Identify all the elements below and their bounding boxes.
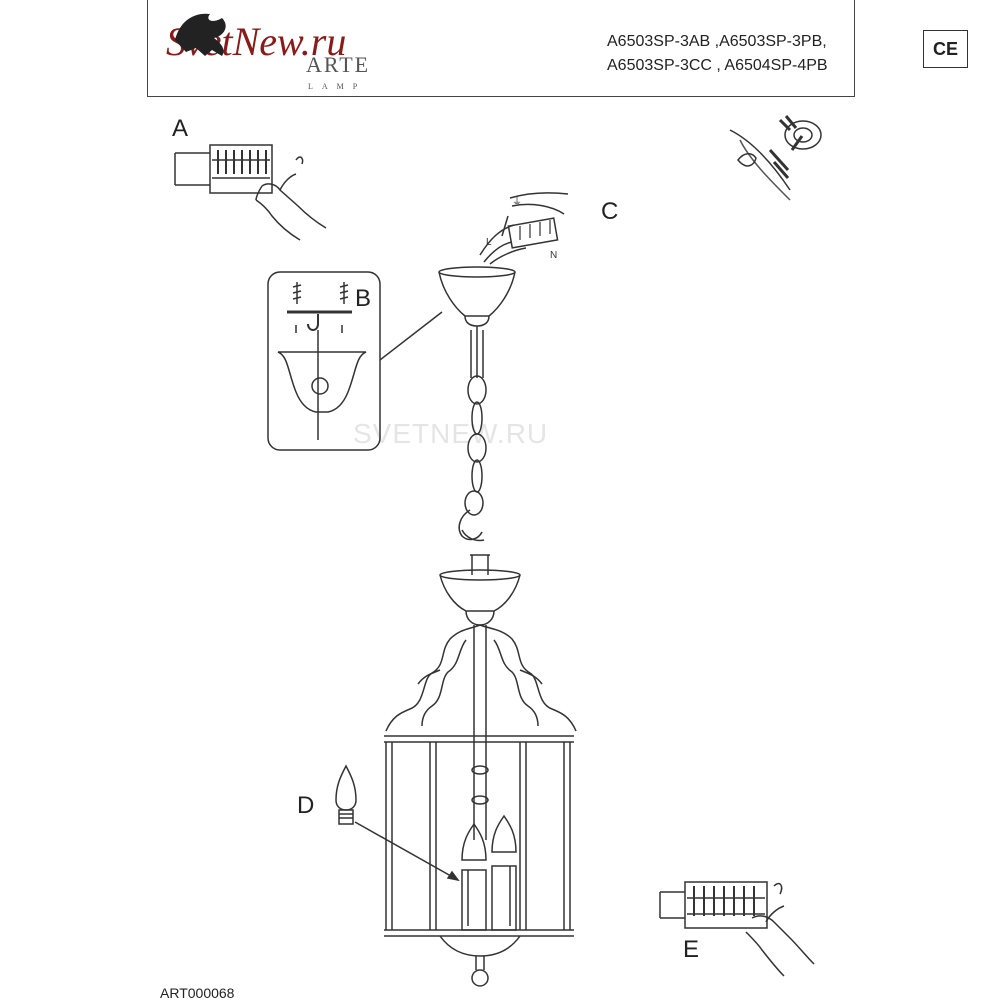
insulation-tape-icon	[729, 115, 822, 201]
logo-sub: LAMP	[308, 82, 367, 91]
watermark: SVETNEW.RU	[353, 418, 549, 449]
leader-d-arrow	[446, 870, 460, 882]
leader-b	[379, 311, 443, 361]
candle-sockets	[461, 814, 517, 931]
chain	[458, 326, 487, 542]
step-label-b: B	[355, 285, 372, 312]
step-label-e: E	[683, 936, 700, 963]
lamp-top-cup	[439, 554, 521, 626]
hand-icon-e	[745, 905, 815, 977]
article-code: ART000068	[160, 985, 235, 1001]
logo-word: ARTE	[306, 52, 371, 77]
model-list: A6503SP-3AB ,A6503SP-3PB, A6503SP-3CC , …	[607, 30, 828, 78]
logo-griffin-icon	[175, 13, 226, 56]
canopy	[438, 266, 516, 327]
lantern-frame	[384, 624, 577, 987]
model-line-2: A6503SP-3CC , A6504SP-4PB	[607, 57, 828, 74]
wire-label-n: N	[550, 250, 557, 261]
step-label-c: C	[601, 198, 619, 225]
hand-icon	[255, 173, 327, 241]
terminal-block-icon-e	[659, 881, 783, 929]
wire-label-l: L	[486, 237, 492, 248]
terminal-block-icon	[174, 144, 304, 194]
leader-d	[354, 821, 459, 881]
wire-label-ground: ⏚	[512, 196, 522, 208]
ce-mark: CE	[923, 30, 968, 68]
ceiling-hook-inset	[267, 271, 381, 451]
bulb-icon	[335, 764, 357, 825]
wiring-connector-icon	[479, 192, 569, 265]
step-label-a: A	[172, 115, 189, 142]
step-label-d: D	[297, 792, 315, 819]
ceiling-hook-icon	[307, 314, 319, 331]
model-line-1: A6503SP-3AB ,A6503SP-3PB,	[607, 33, 827, 50]
screw-icon	[292, 282, 302, 304]
